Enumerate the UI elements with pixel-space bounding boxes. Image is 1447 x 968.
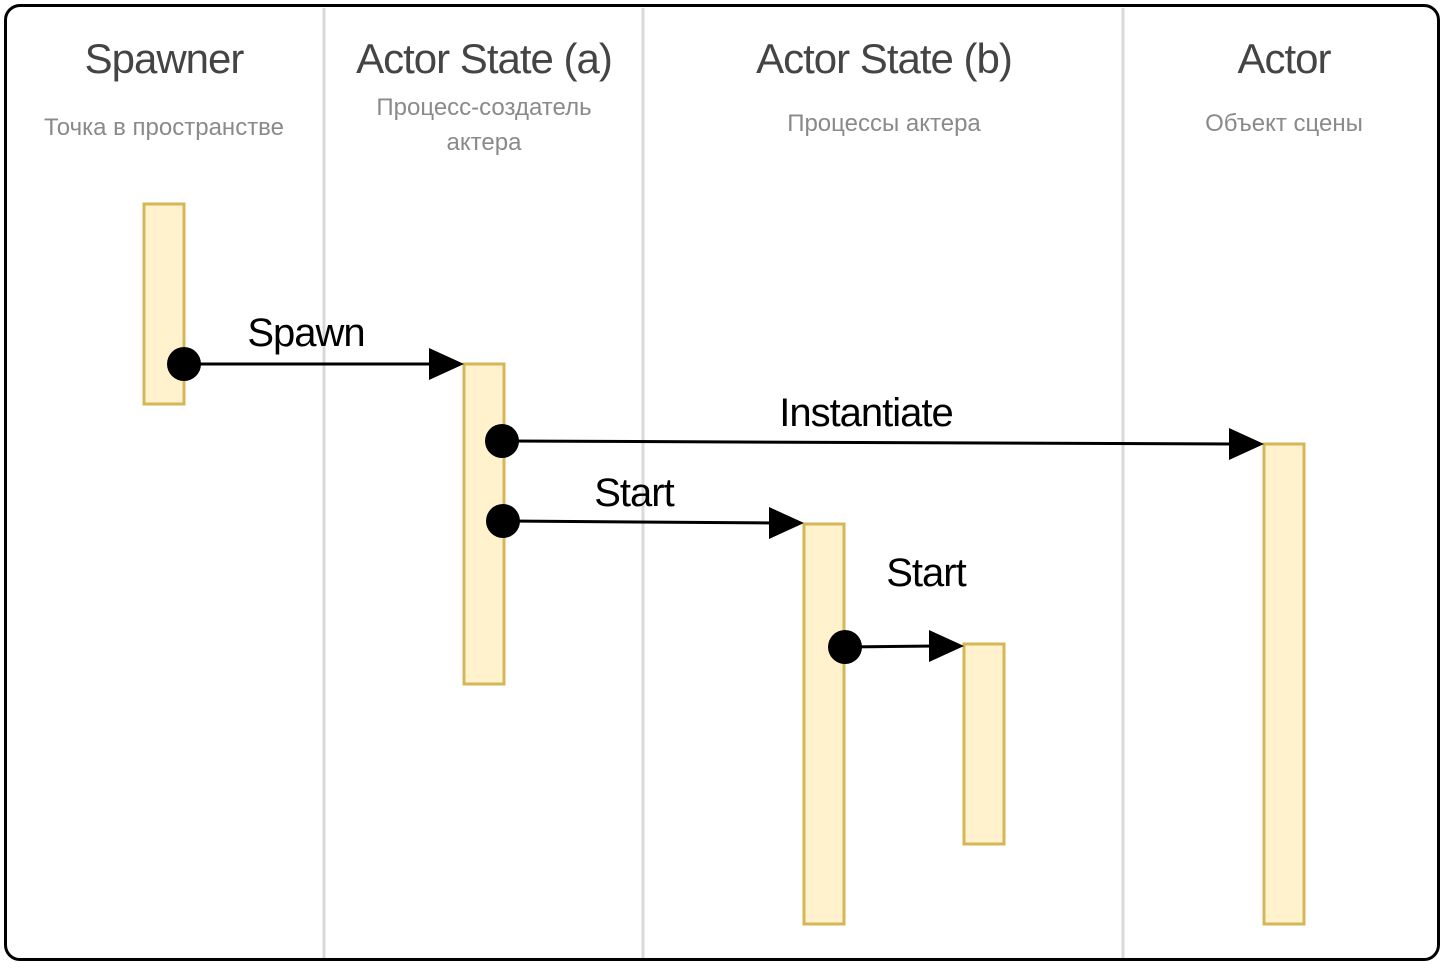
message-label: Instantiate — [779, 391, 953, 435]
arrowhead-icon — [929, 630, 964, 662]
lane-subtitle: Процесс-создатель — [376, 94, 591, 121]
message-spawn: Spawn — [167, 311, 464, 381]
activation-bar-actor — [1262, 442, 1306, 926]
lane-subtitle: Процессы актера — [787, 110, 981, 137]
lane-title: Actor State (a) — [356, 35, 612, 82]
activation-bar-actor-state-b — [802, 522, 846, 926]
message-arrow — [502, 519, 777, 525]
message-instantiate: Instantiate — [485, 391, 1264, 460]
message-origin-dot — [486, 504, 520, 538]
message-label: Spawn — [247, 311, 364, 355]
message-start-a-to-b: Start — [486, 471, 804, 539]
lane-subtitle: Объект сцены — [1205, 110, 1363, 137]
lane-header-actor: Actor Объект сцены — [1205, 35, 1363, 137]
message-start-b-nested: Start — [828, 551, 968, 664]
lane-header-actor-state-a: Actor State (a) Процесс-создатель актера — [356, 35, 613, 156]
message-label: Start — [886, 551, 966, 595]
lane-subtitle: актера — [447, 129, 523, 156]
message-origin-dot — [167, 347, 201, 381]
lane-header-actor-state-b: Actor State (b) Процессы актера — [756, 35, 1013, 137]
lane-header-spawner: Spawner Точка в пространстве — [44, 35, 284, 141]
message-arrow — [501, 439, 1237, 446]
lane-title: Actor State (b) — [756, 35, 1012, 82]
diagram-frame — [4, 4, 1440, 961]
arrowhead-icon — [1229, 428, 1264, 460]
message-label: Start — [594, 471, 674, 515]
lane-subtitle: Точка в пространстве — [44, 114, 284, 141]
message-origin-dot — [828, 630, 862, 664]
lane-title: Actor — [1237, 35, 1331, 82]
arrowhead-icon — [769, 507, 804, 539]
lane-title: Spawner — [85, 35, 245, 82]
arrowhead-icon — [429, 348, 464, 380]
message-origin-dot — [485, 424, 519, 458]
activation-bar-actor-state-b-nested — [962, 642, 1006, 846]
